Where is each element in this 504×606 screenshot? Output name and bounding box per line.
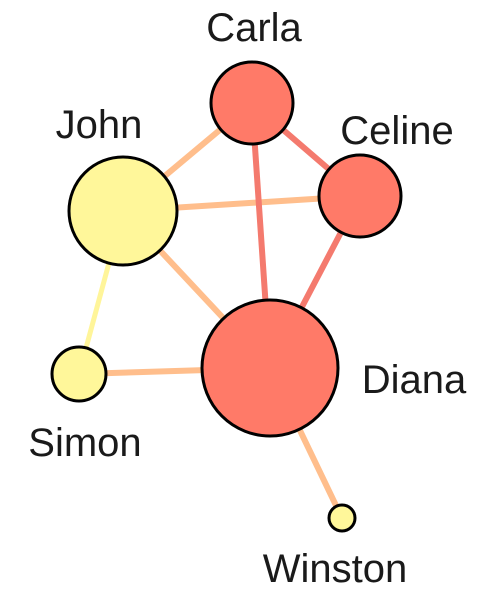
node-john [67,155,179,267]
label-celine: Celine [340,109,453,153]
node-carla [209,60,295,146]
label-diana: Diana [362,358,467,402]
node-diana [200,298,340,438]
nodes [50,60,403,533]
label-john: John [56,103,143,147]
labels: Carla John Celine Diana Simon Winston [28,6,467,591]
node-celine [317,153,403,239]
node-simon [50,345,108,403]
label-carla: Carla [206,6,302,50]
label-simon: Simon [28,421,141,465]
label-winston: Winston [263,547,408,591]
node-winston [327,503,357,533]
